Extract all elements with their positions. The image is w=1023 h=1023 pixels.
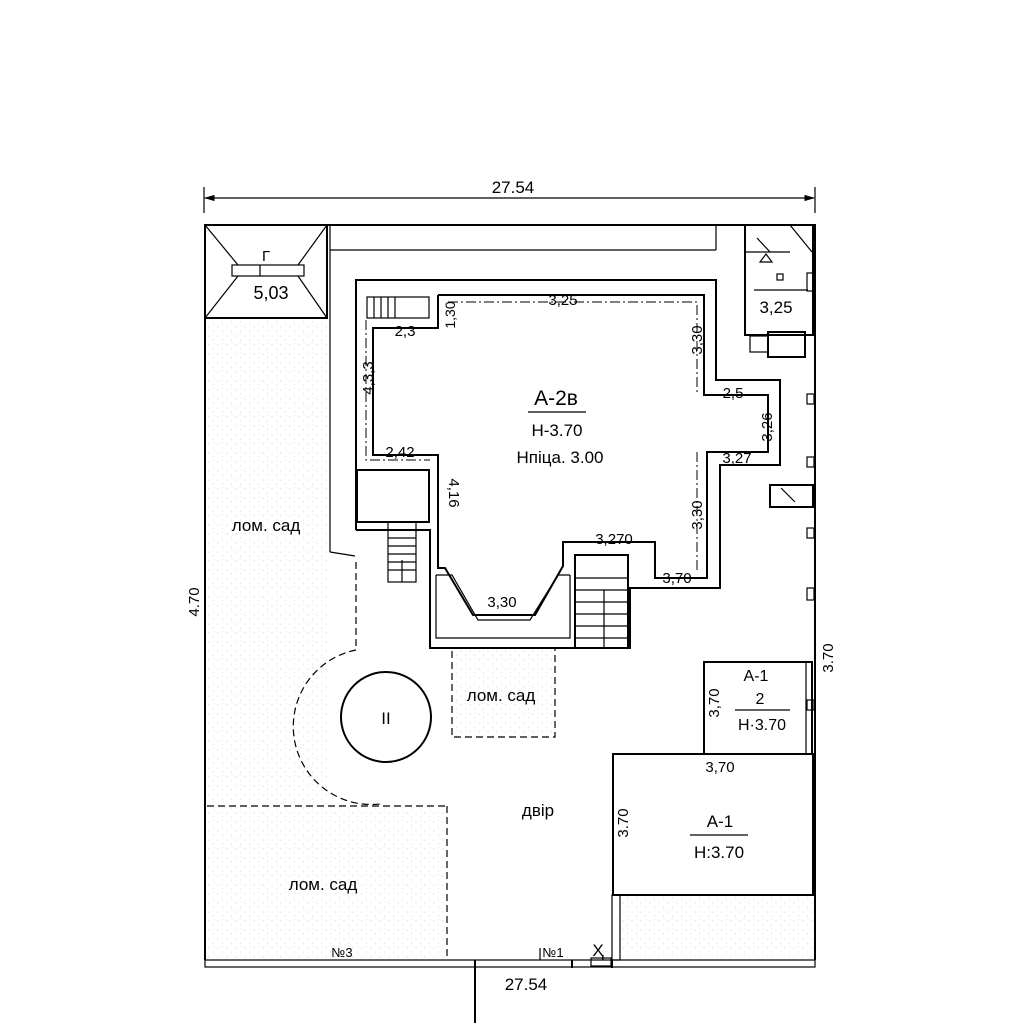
porch-stairs xyxy=(574,554,629,649)
annex-small-dim-left: 3,70 xyxy=(706,688,723,717)
dim-bottom-right-step: 3,270 xyxy=(595,531,633,548)
garden-left-area xyxy=(207,318,327,804)
dim-bottom: 3,30 xyxy=(487,594,516,611)
dim-top-left-step: 2,3 xyxy=(395,323,416,340)
right-strip-area xyxy=(620,895,813,957)
main-building-inner xyxy=(365,294,769,616)
bottom-dimension: 27.54 xyxy=(474,968,548,1023)
garden-bottom-label: лом. сад xyxy=(289,875,358,894)
left-entrance xyxy=(356,469,430,583)
annex-small-name: А-1 xyxy=(744,668,769,685)
garage-building: Г 5,03 xyxy=(204,224,328,319)
annex-large-name: А-1 xyxy=(707,812,733,831)
top-dimension: 27.54 xyxy=(203,178,816,213)
left-depth-dimension: 4.70 xyxy=(186,587,203,616)
main-building-dims: 3,25 2,3 1,30 4,3,3 3,30 2,5 3,26 3,27 3… xyxy=(360,292,776,611)
dim-bottom-right: 3,70 xyxy=(662,570,691,587)
top-dimension-label: 27.54 xyxy=(492,178,535,197)
annex-small-number: 2 xyxy=(756,691,765,708)
garage-value: 5,03 xyxy=(253,283,288,303)
garden-center-area xyxy=(452,648,555,737)
upper-stair xyxy=(366,296,430,319)
yard-label: двір xyxy=(522,801,554,820)
dim-top-left-small: 1,30 xyxy=(442,301,458,328)
bottom-recess xyxy=(435,574,571,639)
property-boundary xyxy=(204,224,816,968)
gate-mark: Ҳ xyxy=(592,941,604,960)
annex-large: 3,70 3.70 А-1 Н:3.70 xyxy=(612,753,814,896)
gate-no3-label: №3 xyxy=(331,945,352,960)
dim-right-upper: 3,30 xyxy=(689,325,706,354)
dim-right-lower: 3,30 xyxy=(689,500,706,529)
dim-right-lower-step: 3,27 xyxy=(722,450,751,467)
dim-right-step: 2,5 xyxy=(723,385,744,402)
well: II xyxy=(292,562,432,806)
shed-value: 3,25 xyxy=(759,298,792,317)
annex-small-height: Н·3.70 xyxy=(738,717,786,734)
top-passage xyxy=(330,225,717,251)
annex-small: А-1 2 Н·3.70 3,70 xyxy=(703,661,813,755)
well-label: II xyxy=(381,709,390,728)
main-building-height: Н-3.70 xyxy=(531,421,582,440)
dim-left-lower: 4,16 xyxy=(445,478,462,507)
shed-building: 3,25 xyxy=(744,224,814,358)
main-building-outer xyxy=(355,279,781,649)
garden-left-label: лом. сад xyxy=(232,516,301,535)
garage-letter: Г xyxy=(262,248,270,265)
garden-center-outline xyxy=(451,647,556,738)
dim-top: 3,25 xyxy=(548,292,577,309)
annex-large-height: Н:3.70 xyxy=(694,843,744,862)
gate-no1-label: №1 xyxy=(542,945,563,960)
garden-bottom-area xyxy=(207,806,447,958)
bottom-dimension-label: 27.54 xyxy=(505,975,548,994)
dim-left-step: 2,42 xyxy=(385,444,414,461)
bottom-gate-fixture: Ҳ xyxy=(590,894,621,967)
garden-center-label: лом. сад xyxy=(467,686,536,705)
annex-large-dim-left: 3.70 xyxy=(615,808,632,837)
right-wall-fixtures xyxy=(769,272,815,711)
annex-large-dim-top: 3,70 xyxy=(705,759,734,776)
dim-right-wing: 3,26 xyxy=(759,412,776,441)
main-building-labels: А-2в Н-3.70 Нпіца. 3.00 xyxy=(517,387,604,467)
main-building-basement-height: Нпіца. 3.00 xyxy=(517,448,604,467)
garden-boundaries xyxy=(207,805,448,958)
main-building-name: А-2в xyxy=(534,387,578,410)
dim-left: 4,3,3 xyxy=(360,361,377,394)
right-depth-dimension: 3.70 xyxy=(820,643,837,672)
